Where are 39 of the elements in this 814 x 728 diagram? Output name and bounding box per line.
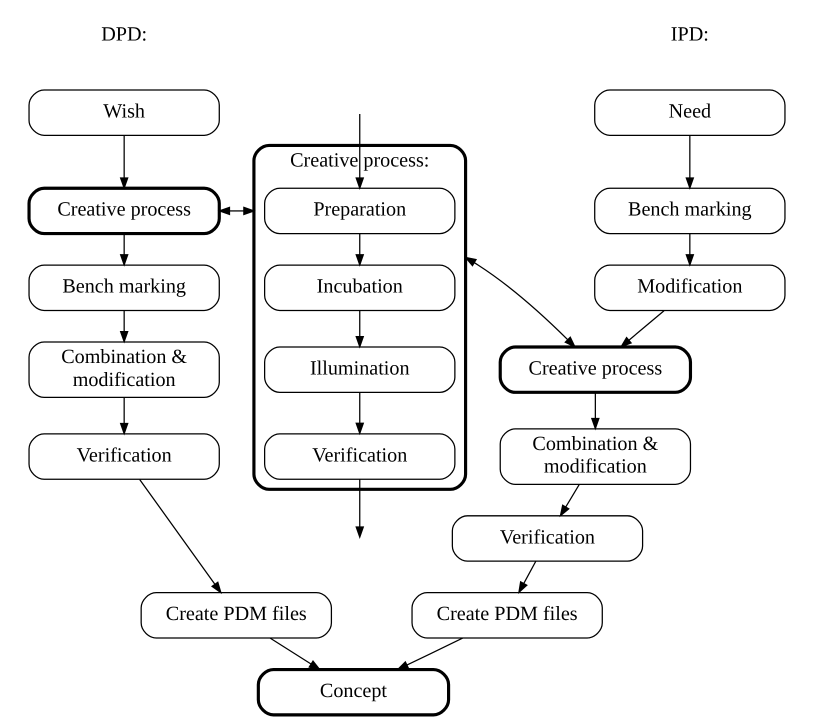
node-box: Create PDM files	[140, 592, 332, 639]
arrow	[120, 234, 129, 267]
node-box: Creative process	[27, 186, 221, 236]
arrow	[120, 310, 129, 344]
node-box: Incubation	[264, 264, 456, 312]
arrow	[355, 392, 364, 436]
label: DPD:	[101, 24, 148, 46]
node-box: Verification	[264, 433, 456, 480]
arrow	[355, 114, 364, 190]
node-box: Wish	[28, 89, 220, 136]
node-box: Illumination	[264, 346, 456, 393]
arrow	[120, 398, 129, 436]
arrow	[685, 136, 694, 190]
node-box: Verification	[28, 433, 220, 480]
label: IPD:	[670, 24, 709, 46]
node-box: Bench marking	[28, 264, 220, 312]
arrow	[396, 638, 463, 670]
arrow	[620, 310, 664, 348]
arrow	[518, 560, 536, 594]
node-box: Create PDM files	[411, 592, 603, 639]
node-box: Verification	[452, 515, 644, 562]
node-box: Combination & modification	[28, 341, 220, 398]
arrow	[139, 479, 222, 594]
arrow	[270, 638, 322, 670]
arrow	[685, 234, 694, 267]
arrow	[355, 234, 364, 267]
node-box: Combination & modification	[500, 428, 692, 485]
node-box: Need	[594, 89, 786, 136]
node-box: Modification	[594, 264, 786, 312]
arrow	[355, 480, 364, 540]
arrow	[590, 392, 600, 430]
node-box: Bench marking	[594, 188, 786, 234]
node-box: Creative process	[498, 345, 692, 394]
arrow	[120, 136, 129, 190]
arrow	[355, 310, 364, 349]
node-box: Preparation	[264, 188, 456, 234]
arrow	[560, 484, 580, 518]
arrow	[218, 206, 256, 216]
node-box: Concept	[256, 668, 450, 716]
